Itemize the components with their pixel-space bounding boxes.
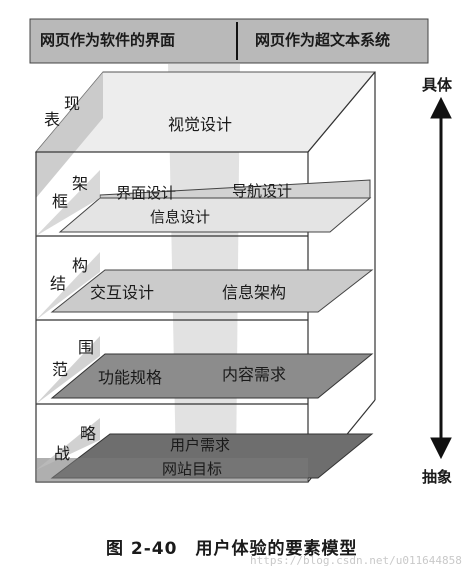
axis-top-label: 具体 xyxy=(422,76,453,94)
structure-right-label: 信息架构 xyxy=(222,283,287,302)
surface-center-label: 视觉设计 xyxy=(168,115,233,134)
skeleton-name-char2: 架 xyxy=(72,174,89,193)
figure-caption: 图 2-40 用户体验的要素模型 xyxy=(106,539,358,559)
skeleton-label-tab xyxy=(36,170,100,236)
axis-bottom-label: 抽象 xyxy=(422,468,453,486)
surface-name-char1: 表 xyxy=(44,110,61,129)
scope-right-label: 内容需求 xyxy=(222,365,287,384)
scope-name-char1: 范 xyxy=(52,360,69,379)
header-bar xyxy=(29,18,429,64)
surface-name-char2: 现 xyxy=(64,94,81,113)
strategy-name-char1: 战 xyxy=(54,444,71,463)
strategy-name-char2: 略 xyxy=(80,424,97,443)
abstract-concrete-axis xyxy=(430,96,452,460)
scope-name-char2: 围 xyxy=(78,338,95,357)
watermark: https://blog.csdn.net/u011644858 xyxy=(250,554,462,567)
structure-label-tab xyxy=(36,252,100,320)
header-right-label: 网页作为超文本系统 xyxy=(255,31,391,49)
scope-label-tab xyxy=(36,336,100,404)
scope-plane xyxy=(50,353,374,399)
structure-name-char1: 结 xyxy=(50,274,67,293)
header-left-label: 网页作为软件的界面 xyxy=(40,31,176,49)
strategy-base xyxy=(36,458,308,482)
scope-left-label: 功能规格 xyxy=(98,368,163,387)
strategy-bottom-label: 网站目标 xyxy=(162,460,223,478)
skeleton-right-label: 导航设计 xyxy=(232,182,293,200)
structure-name-char2: 构 xyxy=(72,256,89,275)
surface-label-tab xyxy=(36,72,103,198)
strategy-label-tab xyxy=(36,418,100,470)
skeleton-left-label: 界面设计 xyxy=(116,184,177,202)
skeleton-plane xyxy=(58,197,372,233)
structure-left-label: 交互设计 xyxy=(90,283,155,302)
skeleton-name-char1: 框 xyxy=(52,192,69,211)
skeleton-center-label: 信息设计 xyxy=(150,208,211,226)
strategy-top-label: 用户需求 xyxy=(170,436,231,454)
structure-plane xyxy=(50,269,374,313)
